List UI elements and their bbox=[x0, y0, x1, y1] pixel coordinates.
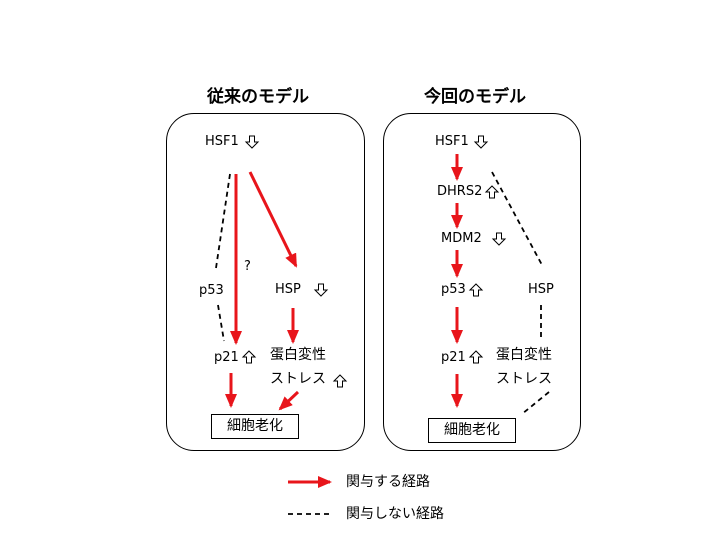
right-hsp-label: HSP bbox=[528, 282, 554, 297]
hollow-up-arrow-icon bbox=[485, 185, 499, 199]
hollow-up-arrow-icon bbox=[333, 374, 347, 388]
legend-not-involved-label: 関与しない経路 bbox=[346, 506, 444, 522]
left-question-label: ? bbox=[244, 259, 251, 274]
right-stress-line1: 蛋白変性 bbox=[496, 347, 552, 363]
left-model-panel bbox=[166, 113, 365, 451]
right-mdm2-label: MDM2 bbox=[441, 231, 482, 246]
legend-involved-label: 関与する経路 bbox=[346, 474, 430, 490]
hollow-up-arrow-icon bbox=[469, 283, 483, 297]
dashed-p53-to-p21 bbox=[217, 304, 225, 342]
left-senescence-box: 細胞老化 bbox=[211, 414, 299, 439]
arrow-stress-to-senescence bbox=[278, 390, 300, 411]
left-p53-label: p53 bbox=[199, 283, 224, 298]
hollow-down-arrow-icon bbox=[492, 232, 506, 246]
right-p21-label: p21 bbox=[441, 350, 466, 365]
left-p21-label: p21 bbox=[214, 350, 239, 365]
right-dhrs2-label: DHRS2 bbox=[437, 184, 483, 199]
hollow-down-arrow-icon bbox=[245, 135, 259, 149]
right-hsf1-label: HSF1 bbox=[435, 134, 469, 149]
left-stress-line1: 蛋白変性 bbox=[270, 347, 326, 363]
right-model-title: 今回のモデル bbox=[424, 87, 526, 107]
right-model-panel bbox=[383, 113, 581, 451]
left-stress-line2: ストレス bbox=[270, 371, 326, 387]
hollow-down-arrow-icon bbox=[474, 135, 488, 149]
right-p53-label: p53 bbox=[441, 282, 466, 297]
left-hsp-label: HSP bbox=[275, 282, 301, 297]
dashed-stress-to-senescence bbox=[521, 391, 550, 415]
right-senescence-box: 細胞老化 bbox=[428, 418, 516, 443]
hollow-up-arrow-icon bbox=[242, 350, 256, 364]
hollow-down-arrow-icon bbox=[314, 283, 328, 297]
dashed-hsf1-to-hsp bbox=[491, 171, 543, 266]
arrow-hsf1-to-hsp bbox=[248, 171, 298, 268]
right-stress-line2: ストレス bbox=[496, 371, 552, 387]
left-hsf1-label: HSF1 bbox=[205, 134, 239, 149]
dashed-hsf1-to-p53 bbox=[215, 173, 231, 269]
left-model-title: 従来のモデル bbox=[207, 87, 309, 107]
hollow-up-arrow-icon bbox=[469, 350, 483, 364]
